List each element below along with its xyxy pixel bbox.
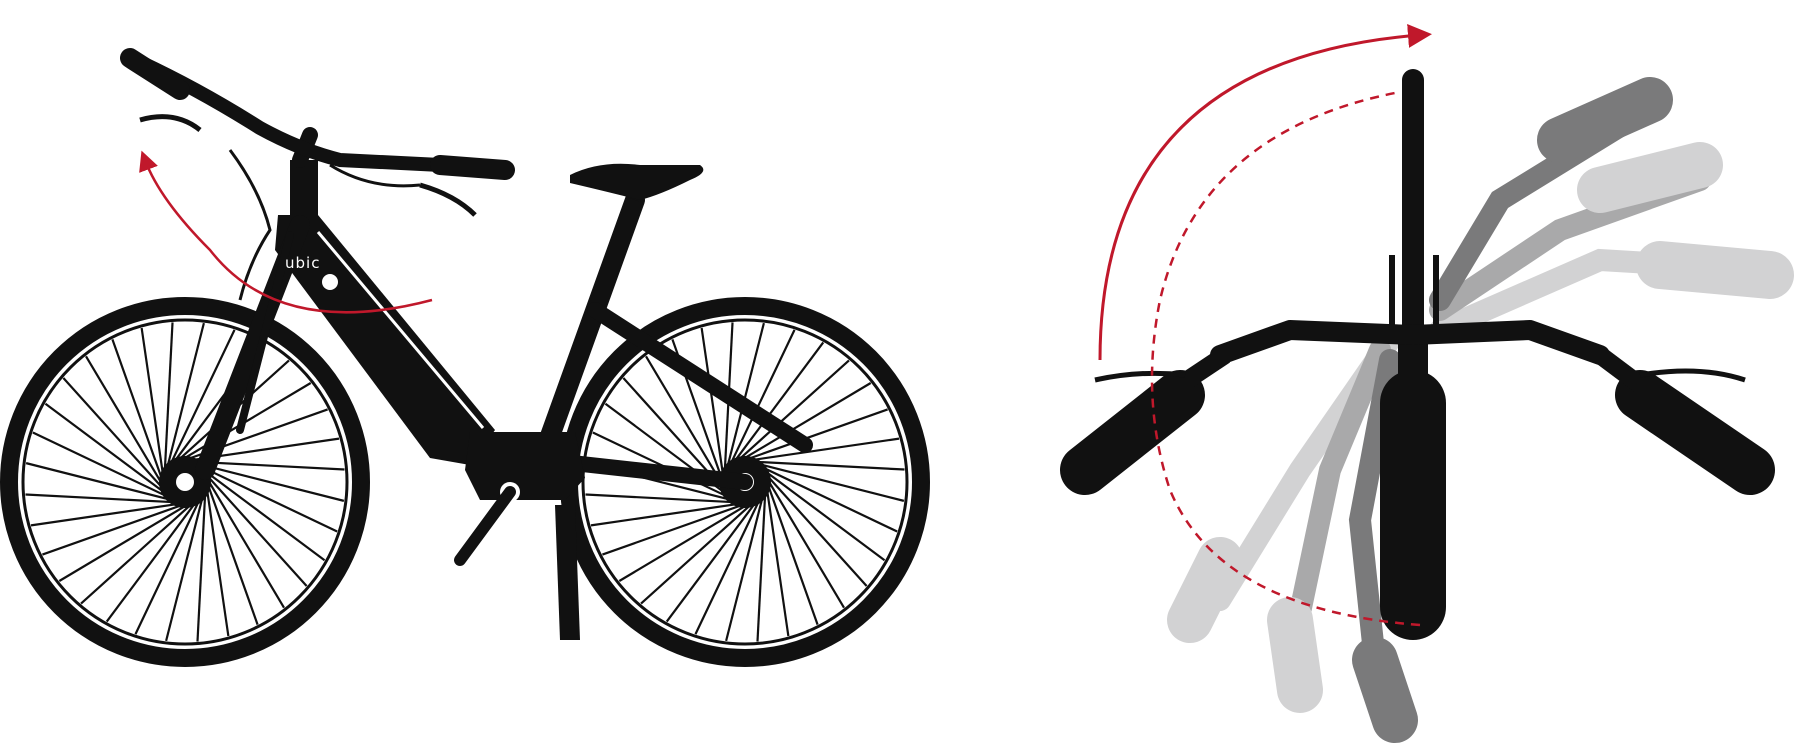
spoke xyxy=(63,378,164,490)
brand-logo-text: ubic xyxy=(285,254,320,272)
outer-rotation-arrow-icon xyxy=(1100,35,1420,360)
spoke xyxy=(667,500,757,621)
front-wheel xyxy=(9,306,361,658)
bicycle-illustration: ubic xyxy=(9,58,921,658)
spoke xyxy=(45,404,166,494)
spoke xyxy=(81,502,193,603)
spoke xyxy=(765,474,866,586)
spoke xyxy=(203,470,324,560)
spoke xyxy=(107,500,197,621)
saddle xyxy=(570,164,703,200)
spoke xyxy=(763,470,884,560)
spoke xyxy=(641,502,753,603)
spoke xyxy=(205,474,306,586)
handlebar-rotation-diagram xyxy=(1085,35,1770,720)
bike-frame: ubic xyxy=(205,160,805,640)
